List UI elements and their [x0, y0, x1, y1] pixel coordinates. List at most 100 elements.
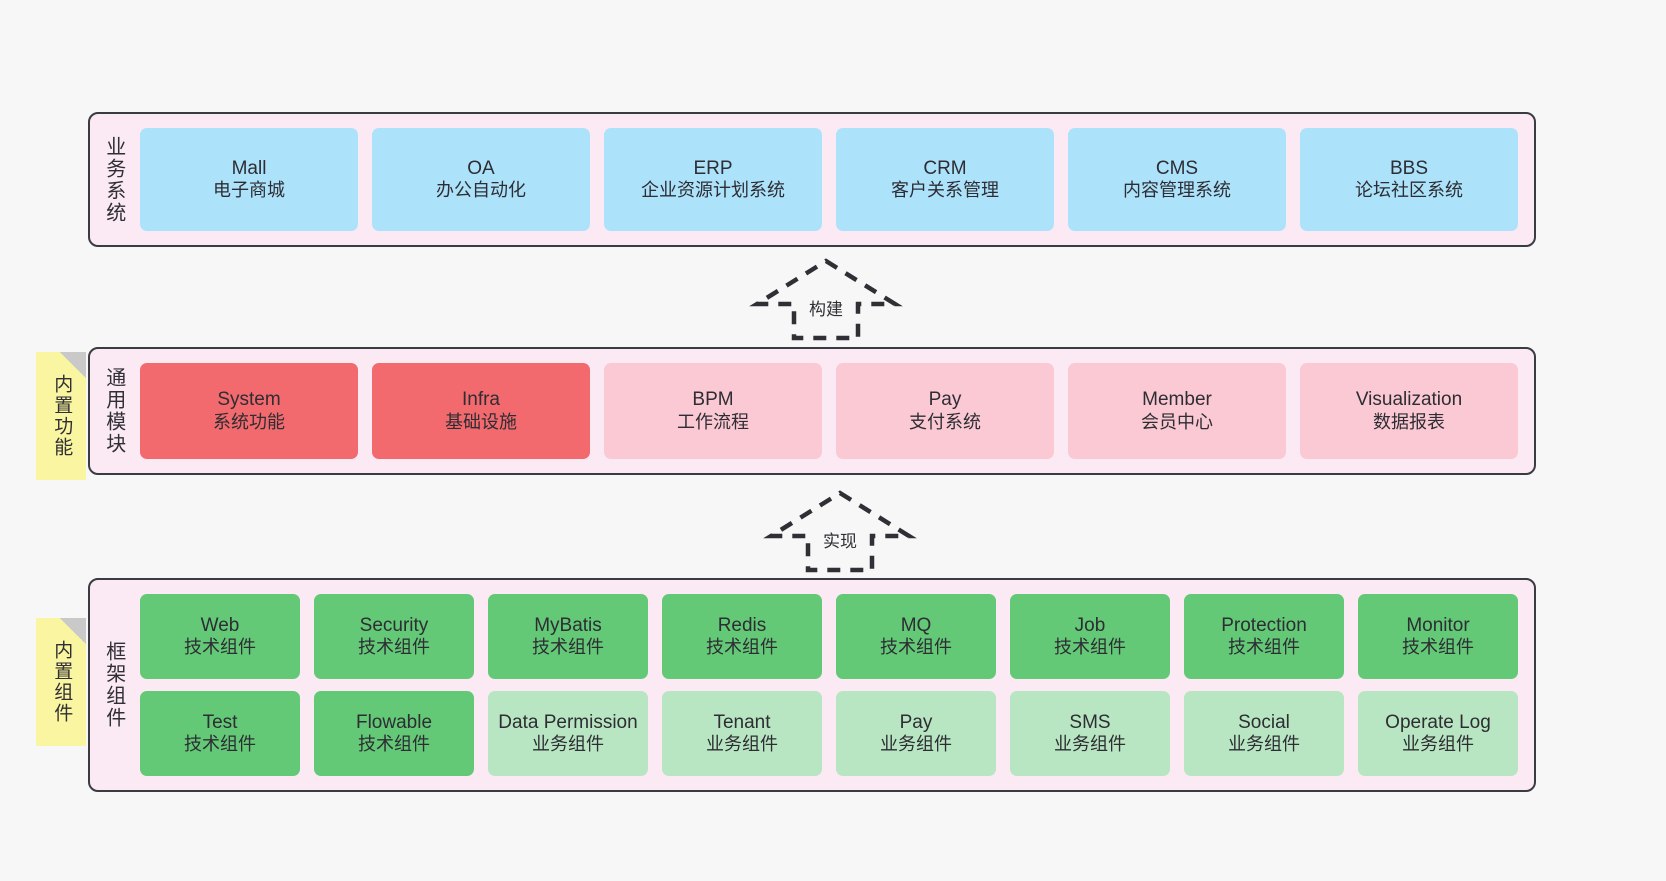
- node-infra[interactable]: Infra 基础设施: [372, 363, 590, 459]
- connector-build: 构建: [749, 258, 903, 341]
- node-title: Monitor: [1406, 614, 1470, 636]
- node-title: Social: [1238, 711, 1290, 733]
- node-member[interactable]: Member 会员中心: [1068, 363, 1286, 459]
- sticky-note-builtin-function: 内置功能: [36, 352, 86, 480]
- node-title: CMS: [1155, 157, 1199, 179]
- node-title: SMS: [1069, 711, 1111, 733]
- node-system[interactable]: System 系统功能: [140, 363, 358, 459]
- node-row: System 系统功能 Infra 基础设施 BPM 工作流程 Pay 支付系统…: [140, 363, 1518, 459]
- node-title: Redis: [717, 614, 767, 636]
- node-crm[interactable]: CRM 客户关系管理: [836, 128, 1054, 231]
- node-row: Mall 电子商城 OA 办公自动化 ERP 企业资源计划系统 CRM 客户关系…: [140, 128, 1518, 231]
- node-visualization[interactable]: Visualization 数据报表: [1300, 363, 1518, 459]
- node-bpm[interactable]: BPM 工作流程: [604, 363, 822, 459]
- node-subtitle: 技术组件: [880, 637, 952, 658]
- node-subtitle: 技术组件: [184, 734, 256, 755]
- sticky-note-text: 内置组件: [51, 640, 73, 724]
- node-protection[interactable]: Protection 技术组件: [1184, 594, 1344, 679]
- node-title: MyBatis: [534, 614, 602, 636]
- node-data-permission[interactable]: Data Permission 业务组件: [488, 691, 648, 776]
- node-subtitle: 技术组件: [1228, 637, 1300, 658]
- node-subtitle: 电子商城: [213, 180, 285, 201]
- node-title: ERP: [693, 157, 733, 179]
- layer-business-system-body: Mall 电子商城 OA 办公自动化 ERP 企业资源计划系统 CRM 客户关系…: [136, 114, 1534, 245]
- node-subtitle: 技术组件: [1054, 637, 1126, 658]
- node-oa[interactable]: OA 办公自动化: [372, 128, 590, 231]
- node-title: System: [217, 389, 281, 411]
- node-subtitle: 论坛社区系统: [1355, 180, 1463, 201]
- node-subtitle: 技术组件: [358, 637, 430, 658]
- node-subtitle: 系统功能: [213, 411, 285, 432]
- node-title: Mall: [231, 157, 267, 179]
- node-title: Job: [1074, 614, 1106, 636]
- layer-business-system-label: 业务系统: [102, 135, 125, 224]
- node-subtitle: 技术组件: [706, 637, 778, 658]
- node-title: Pay: [899, 711, 933, 733]
- node-subtitle: 技术组件: [358, 734, 430, 755]
- node-subtitle: 业务组件: [706, 734, 778, 755]
- node-subtitle: 支付系统: [909, 411, 981, 432]
- node-flowable[interactable]: Flowable 技术组件: [314, 691, 474, 776]
- node-subtitle: 办公自动化: [436, 180, 526, 201]
- layer-business-system: 业务系统 Mall 电子商城 OA 办公自动化 ERP 企业资源计划系统 CRM…: [88, 112, 1536, 247]
- node-security[interactable]: Security 技术组件: [314, 594, 474, 679]
- node-mall[interactable]: Mall 电子商城: [140, 128, 358, 231]
- node-subtitle: 数据报表: [1373, 411, 1445, 432]
- node-title: Data Permission: [498, 711, 638, 733]
- node-row: Test 技术组件 Flowable 技术组件 Data Permission …: [140, 691, 1518, 776]
- node-sms[interactable]: SMS 业务组件: [1010, 691, 1170, 776]
- node-cms[interactable]: CMS 内容管理系统: [1068, 128, 1286, 231]
- node-test[interactable]: Test 技术组件: [140, 691, 300, 776]
- node-web[interactable]: Web 技术组件: [140, 594, 300, 679]
- node-title: CRM: [923, 157, 967, 179]
- node-pay-business[interactable]: Pay 业务组件: [836, 691, 996, 776]
- node-title: OA: [467, 157, 495, 179]
- layer-common-module-body: System 系统功能 Infra 基础设施 BPM 工作流程 Pay 支付系统…: [136, 349, 1534, 473]
- node-title: MQ: [900, 614, 932, 636]
- node-mybatis[interactable]: MyBatis 技术组件: [488, 594, 648, 679]
- node-title: Member: [1142, 389, 1212, 411]
- node-pay[interactable]: Pay 支付系统: [836, 363, 1054, 459]
- node-subtitle: 技术组件: [184, 637, 256, 658]
- sticky-note-builtin-component: 内置组件: [36, 618, 86, 746]
- node-subtitle: 技术组件: [532, 637, 604, 658]
- node-operate-log[interactable]: Operate Log 业务组件: [1358, 691, 1518, 776]
- node-title: Test: [202, 711, 238, 733]
- node-title: Security: [359, 614, 429, 636]
- node-subtitle: 业务组件: [880, 734, 952, 755]
- node-subtitle: 企业资源计划系统: [641, 180, 785, 201]
- node-title: BPM: [692, 389, 734, 411]
- node-subtitle: 客户关系管理: [891, 180, 999, 201]
- node-row: Web 技术组件 Security 技术组件 MyBatis 技术组件 Redi…: [140, 594, 1518, 679]
- layer-framework-component: 框架组件 Web 技术组件 Security 技术组件 MyBatis 技术组件…: [88, 578, 1536, 792]
- node-title: Flowable: [355, 711, 433, 733]
- connector-implement-label: 实现: [823, 532, 857, 551]
- node-bbs[interactable]: BBS 论坛社区系统: [1300, 128, 1518, 231]
- node-erp[interactable]: ERP 企业资源计划系统: [604, 128, 822, 231]
- node-title: Infra: [461, 389, 501, 411]
- node-subtitle: 业务组件: [1402, 734, 1474, 755]
- node-title: Protection: [1221, 614, 1307, 636]
- node-job[interactable]: Job 技术组件: [1010, 594, 1170, 679]
- node-tenant[interactable]: Tenant 业务组件: [662, 691, 822, 776]
- node-redis[interactable]: Redis 技术组件: [662, 594, 822, 679]
- node-title: Tenant: [713, 711, 771, 733]
- node-monitor[interactable]: Monitor 技术组件: [1358, 594, 1518, 679]
- layer-common-module-label: 通用模块: [102, 367, 125, 455]
- node-title: Operate Log: [1385, 711, 1491, 733]
- node-subtitle: 工作流程: [677, 411, 749, 432]
- node-title: Pay: [928, 389, 962, 411]
- sticky-note-text: 内置功能: [51, 374, 73, 458]
- node-subtitle: 内容管理系统: [1123, 180, 1231, 201]
- layer-framework-component-body: Web 技术组件 Security 技术组件 MyBatis 技术组件 Redi…: [136, 580, 1534, 790]
- node-mq[interactable]: MQ 技术组件: [836, 594, 996, 679]
- connector-build-label: 构建: [809, 300, 843, 319]
- dashed-hollow-arrow-up-icon: [763, 490, 917, 573]
- node-subtitle: 基础设施: [445, 411, 517, 432]
- dashed-hollow-arrow-up-icon: [749, 258, 903, 341]
- node-subtitle: 技术组件: [1402, 637, 1474, 658]
- node-subtitle: 会员中心: [1141, 411, 1213, 432]
- connector-implement: 实现: [763, 490, 917, 573]
- node-social[interactable]: Social 业务组件: [1184, 691, 1344, 776]
